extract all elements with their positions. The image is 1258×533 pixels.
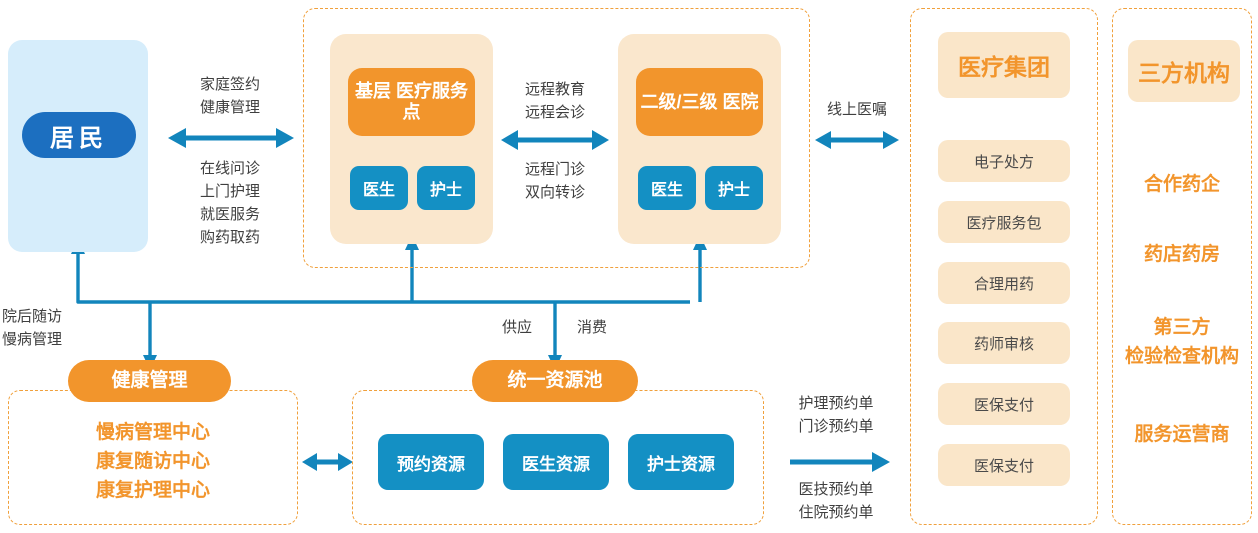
flow-label-supply: 供应 (501, 319, 532, 336)
third-party-item[interactable]: 药店药房 (1143, 244, 1220, 265)
clinic-role-nurse[interactable]: 护士 (417, 166, 475, 210)
third-party-item[interactable]: 合作药企 (1143, 174, 1220, 195)
flow-label-consume: 消费 (576, 319, 607, 336)
third-party-item[interactable]: 第三方 检验检查机构 (1124, 317, 1239, 367)
health-management-items: 慢病管理中心 康复随访中心 康复护理中心 (95, 422, 210, 501)
third-party-container (1112, 8, 1252, 525)
arrow-resident-clinic (168, 128, 294, 148)
flow-label-nursing-orders: 护理预约单 门诊预约单 (798, 395, 874, 435)
clinic-title[interactable]: 基层 医疗服务点 (348, 68, 475, 136)
medical-group-item[interactable]: 医保支付 (938, 383, 1070, 425)
medical-group-item[interactable]: 药师审核 (938, 322, 1070, 364)
resource-pool-badge[interactable]: 统一资源池 (472, 360, 638, 402)
medical-group-container (910, 8, 1098, 525)
flow-label-exam-orders: 医技预约单 住院预约单 (798, 481, 874, 521)
flow-label-remote-education: 远程教育 远程会诊 (524, 81, 585, 121)
medical-group-item[interactable]: 医保支付 (938, 444, 1070, 486)
resource-item-appointment[interactable]: 预约资源 (378, 434, 484, 490)
health-management-badge[interactable]: 健康管理 (68, 360, 231, 402)
arrow-pool-group (790, 452, 890, 472)
care-providers-container (303, 8, 810, 268)
flow-label-remote-clinic: 远程门诊 双向转诊 (524, 161, 585, 201)
arrow-health-pool (302, 453, 353, 471)
hospital-role-nurse[interactable]: 护士 (705, 166, 763, 210)
hospital-title[interactable]: 二级/三级 医院 (636, 68, 763, 136)
medical-group-title: 医疗集团 (938, 32, 1070, 98)
clinic-role-doctor[interactable]: 医生 (350, 166, 408, 210)
resource-item-nurse[interactable]: 护士资源 (628, 434, 734, 490)
flow-label-online-order: 线上医嘱 (826, 101, 887, 118)
resource-item-doctor[interactable]: 医生资源 (503, 434, 609, 490)
third-party-title: 三方机构 (1128, 40, 1240, 102)
flow-label-online-services: 在线问诊 上门护理 就医服务 购药取药 (199, 160, 260, 246)
flow-label-family-contract: 家庭签约 健康管理 (199, 76, 260, 116)
medical-group-item[interactable]: 合理用药 (938, 262, 1070, 304)
clinic-card (330, 34, 493, 244)
flow-label-after-hospital: 院后随访 慢病管理 (2, 308, 63, 348)
medical-group-item[interactable]: 电子处方 (938, 140, 1070, 182)
hospital-card (618, 34, 781, 244)
hospital-role-doctor[interactable]: 医生 (638, 166, 696, 210)
third-party-item[interactable]: 服务运营商 (1134, 424, 1230, 445)
arrow-hospital-group (815, 131, 899, 149)
resident-badge[interactable]: 居民 (22, 112, 136, 158)
medical-group-item[interactable]: 医疗服务包 (938, 201, 1070, 243)
